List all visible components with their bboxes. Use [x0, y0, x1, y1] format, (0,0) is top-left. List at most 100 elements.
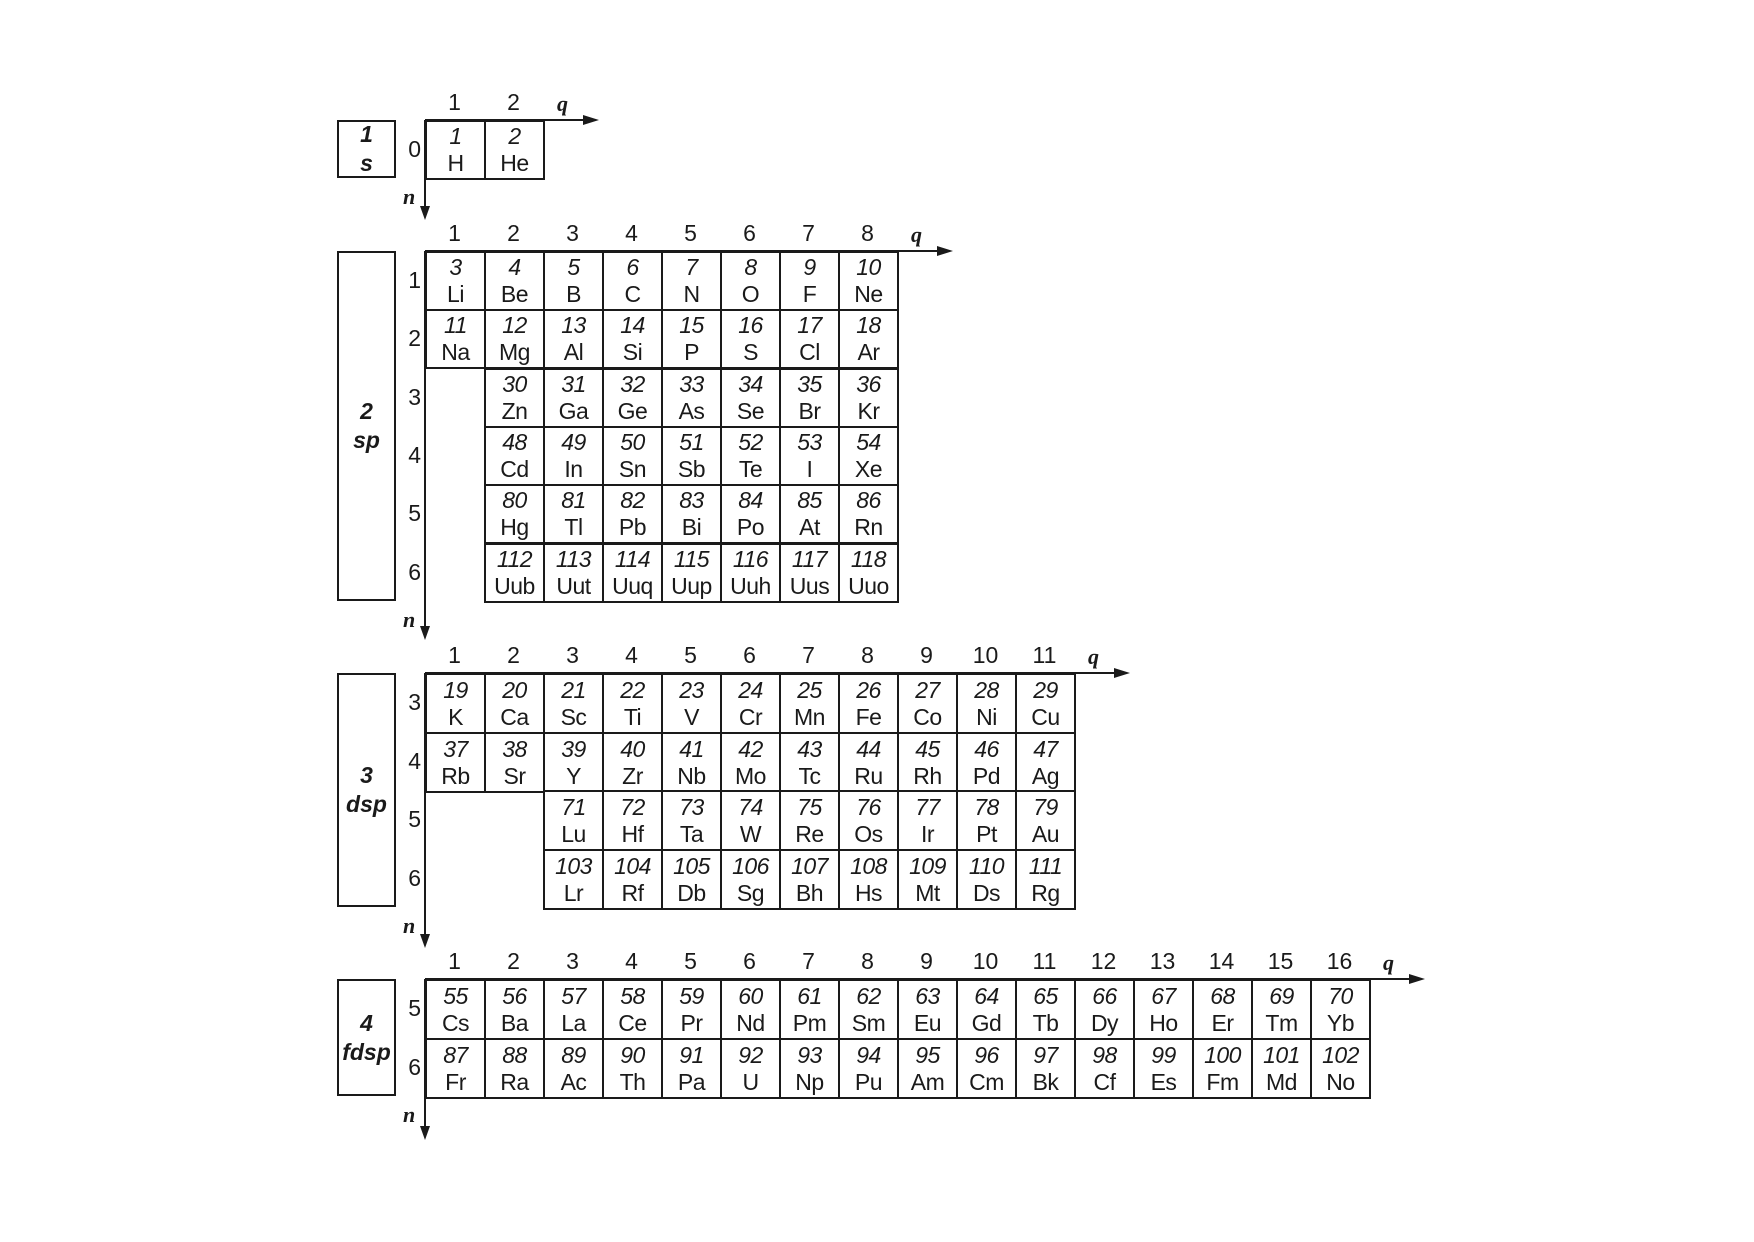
element-cell-ni[interactable]: 28Ni	[956, 673, 1017, 734]
element-cell-os[interactable]: 76Os	[838, 790, 899, 851]
element-cell-bi[interactable]: 83Bi	[661, 484, 722, 544]
element-cell-hf[interactable]: 72Hf	[602, 790, 663, 851]
element-cell-li[interactable]: 3Li	[425, 251, 486, 311]
element-cell-ir[interactable]: 77Ir	[897, 790, 958, 851]
element-cell-c[interactable]: 6C	[602, 251, 663, 311]
element-cell-pb[interactable]: 82Pb	[602, 484, 663, 544]
element-cell-i[interactable]: 53I	[779, 426, 840, 486]
element-cell-pd[interactable]: 46Pd	[956, 732, 1017, 793]
element-cell-gd[interactable]: 64Gd	[956, 979, 1017, 1040]
element-cell-be[interactable]: 4Be	[484, 251, 545, 311]
element-cell-la[interactable]: 57La	[543, 979, 604, 1040]
element-cell-mt[interactable]: 109Mt	[897, 849, 958, 910]
element-cell-he[interactable]: 2He	[484, 120, 545, 180]
element-cell-yb[interactable]: 70Yb	[1310, 979, 1371, 1040]
element-cell-ho[interactable]: 67Ho	[1133, 979, 1194, 1040]
element-cell-cd[interactable]: 48Cd	[484, 426, 545, 486]
element-cell-mg[interactable]: 12Mg	[484, 309, 545, 369]
element-cell-ne[interactable]: 10Ne	[838, 251, 899, 311]
element-cell-u[interactable]: 92U	[720, 1038, 781, 1099]
element-cell-np[interactable]: 93Np	[779, 1038, 840, 1099]
element-cell-uup[interactable]: 115Uup	[661, 543, 722, 603]
element-cell-fr[interactable]: 87Fr	[425, 1038, 486, 1099]
element-cell-md[interactable]: 101Md	[1251, 1038, 1312, 1099]
element-cell-w[interactable]: 74W	[720, 790, 781, 851]
element-cell-pm[interactable]: 61Pm	[779, 979, 840, 1040]
element-cell-o[interactable]: 8O	[720, 251, 781, 311]
element-cell-ce[interactable]: 58Ce	[602, 979, 663, 1040]
element-cell-rb[interactable]: 37Rb	[425, 732, 486, 793]
element-cell-sb[interactable]: 51Sb	[661, 426, 722, 486]
element-cell-mn[interactable]: 25Mn	[779, 673, 840, 734]
element-cell-fe[interactable]: 26Fe	[838, 673, 899, 734]
element-cell-as[interactable]: 33As	[661, 368, 722, 428]
element-cell-si[interactable]: 14Si	[602, 309, 663, 369]
element-cell-ar[interactable]: 18Ar	[838, 309, 899, 369]
element-cell-pt[interactable]: 78Pt	[956, 790, 1017, 851]
element-cell-y[interactable]: 39Y	[543, 732, 604, 793]
element-cell-tm[interactable]: 69Tm	[1251, 979, 1312, 1040]
element-cell-rn[interactable]: 86Rn	[838, 484, 899, 544]
element-cell-f[interactable]: 9F	[779, 251, 840, 311]
element-cell-nb[interactable]: 41Nb	[661, 732, 722, 793]
element-cell-cl[interactable]: 17Cl	[779, 309, 840, 369]
element-cell-ba[interactable]: 56Ba	[484, 979, 545, 1040]
element-cell-sn[interactable]: 50Sn	[602, 426, 663, 486]
element-cell-tb[interactable]: 65Tb	[1015, 979, 1076, 1040]
element-cell-cm[interactable]: 96Cm	[956, 1038, 1017, 1099]
element-cell-na[interactable]: 11Na	[425, 309, 486, 369]
element-cell-hs[interactable]: 108Hs	[838, 849, 899, 910]
element-cell-n[interactable]: 7N	[661, 251, 722, 311]
element-cell-v[interactable]: 23V	[661, 673, 722, 734]
element-cell-lu[interactable]: 71Lu	[543, 790, 604, 851]
element-cell-ru[interactable]: 44Ru	[838, 732, 899, 793]
element-cell-ta[interactable]: 73Ta	[661, 790, 722, 851]
element-cell-es[interactable]: 99Es	[1133, 1038, 1194, 1099]
element-cell-pu[interactable]: 94Pu	[838, 1038, 899, 1099]
element-cell-cf[interactable]: 98Cf	[1074, 1038, 1135, 1099]
element-cell-no[interactable]: 102No	[1310, 1038, 1371, 1099]
element-cell-po[interactable]: 84Po	[720, 484, 781, 544]
element-cell-tc[interactable]: 43Tc	[779, 732, 840, 793]
element-cell-ge[interactable]: 32Ge	[602, 368, 663, 428]
element-cell-bk[interactable]: 97Bk	[1015, 1038, 1076, 1099]
element-cell-ac[interactable]: 89Ac	[543, 1038, 604, 1099]
element-cell-br[interactable]: 35Br	[779, 368, 840, 428]
element-cell-am[interactable]: 95Am	[897, 1038, 958, 1099]
element-cell-se[interactable]: 34Se	[720, 368, 781, 428]
element-cell-ra[interactable]: 88Ra	[484, 1038, 545, 1099]
element-cell-ds[interactable]: 110Ds	[956, 849, 1017, 910]
element-cell-re[interactable]: 75Re	[779, 790, 840, 851]
element-cell-cu[interactable]: 29Cu	[1015, 673, 1076, 734]
element-cell-pr[interactable]: 59Pr	[661, 979, 722, 1040]
element-cell-zn[interactable]: 30Zn	[484, 368, 545, 428]
element-cell-lr[interactable]: 103Lr	[543, 849, 604, 910]
element-cell-uub[interactable]: 112Uub	[484, 543, 545, 603]
element-cell-rh[interactable]: 45Rh	[897, 732, 958, 793]
element-cell-db[interactable]: 105Db	[661, 849, 722, 910]
element-cell-fm[interactable]: 100Fm	[1192, 1038, 1253, 1099]
element-cell-in[interactable]: 49In	[543, 426, 604, 486]
element-cell-sr[interactable]: 38Sr	[484, 732, 545, 793]
element-cell-co[interactable]: 27Co	[897, 673, 958, 734]
element-cell-nd[interactable]: 60Nd	[720, 979, 781, 1040]
element-cell-sg[interactable]: 106Sg	[720, 849, 781, 910]
element-cell-eu[interactable]: 63Eu	[897, 979, 958, 1040]
element-cell-uuo[interactable]: 118Uuo	[838, 543, 899, 603]
element-cell-cs[interactable]: 55Cs	[425, 979, 486, 1040]
element-cell-ca[interactable]: 20Ca	[484, 673, 545, 734]
element-cell-ga[interactable]: 31Ga	[543, 368, 604, 428]
element-cell-pa[interactable]: 91Pa	[661, 1038, 722, 1099]
element-cell-mo[interactable]: 42Mo	[720, 732, 781, 793]
element-cell-b[interactable]: 5B	[543, 251, 604, 311]
element-cell-th[interactable]: 90Th	[602, 1038, 663, 1099]
element-cell-xe[interactable]: 54Xe	[838, 426, 899, 486]
element-cell-sc[interactable]: 21Sc	[543, 673, 604, 734]
element-cell-tl[interactable]: 81Tl	[543, 484, 604, 544]
element-cell-rg[interactable]: 111Rg	[1015, 849, 1076, 910]
element-cell-h[interactable]: 1H	[425, 120, 486, 180]
element-cell-uuh[interactable]: 116Uuh	[720, 543, 781, 603]
element-cell-uut[interactable]: 113Uut	[543, 543, 604, 603]
element-cell-s[interactable]: 16S	[720, 309, 781, 369]
element-cell-at[interactable]: 85At	[779, 484, 840, 544]
